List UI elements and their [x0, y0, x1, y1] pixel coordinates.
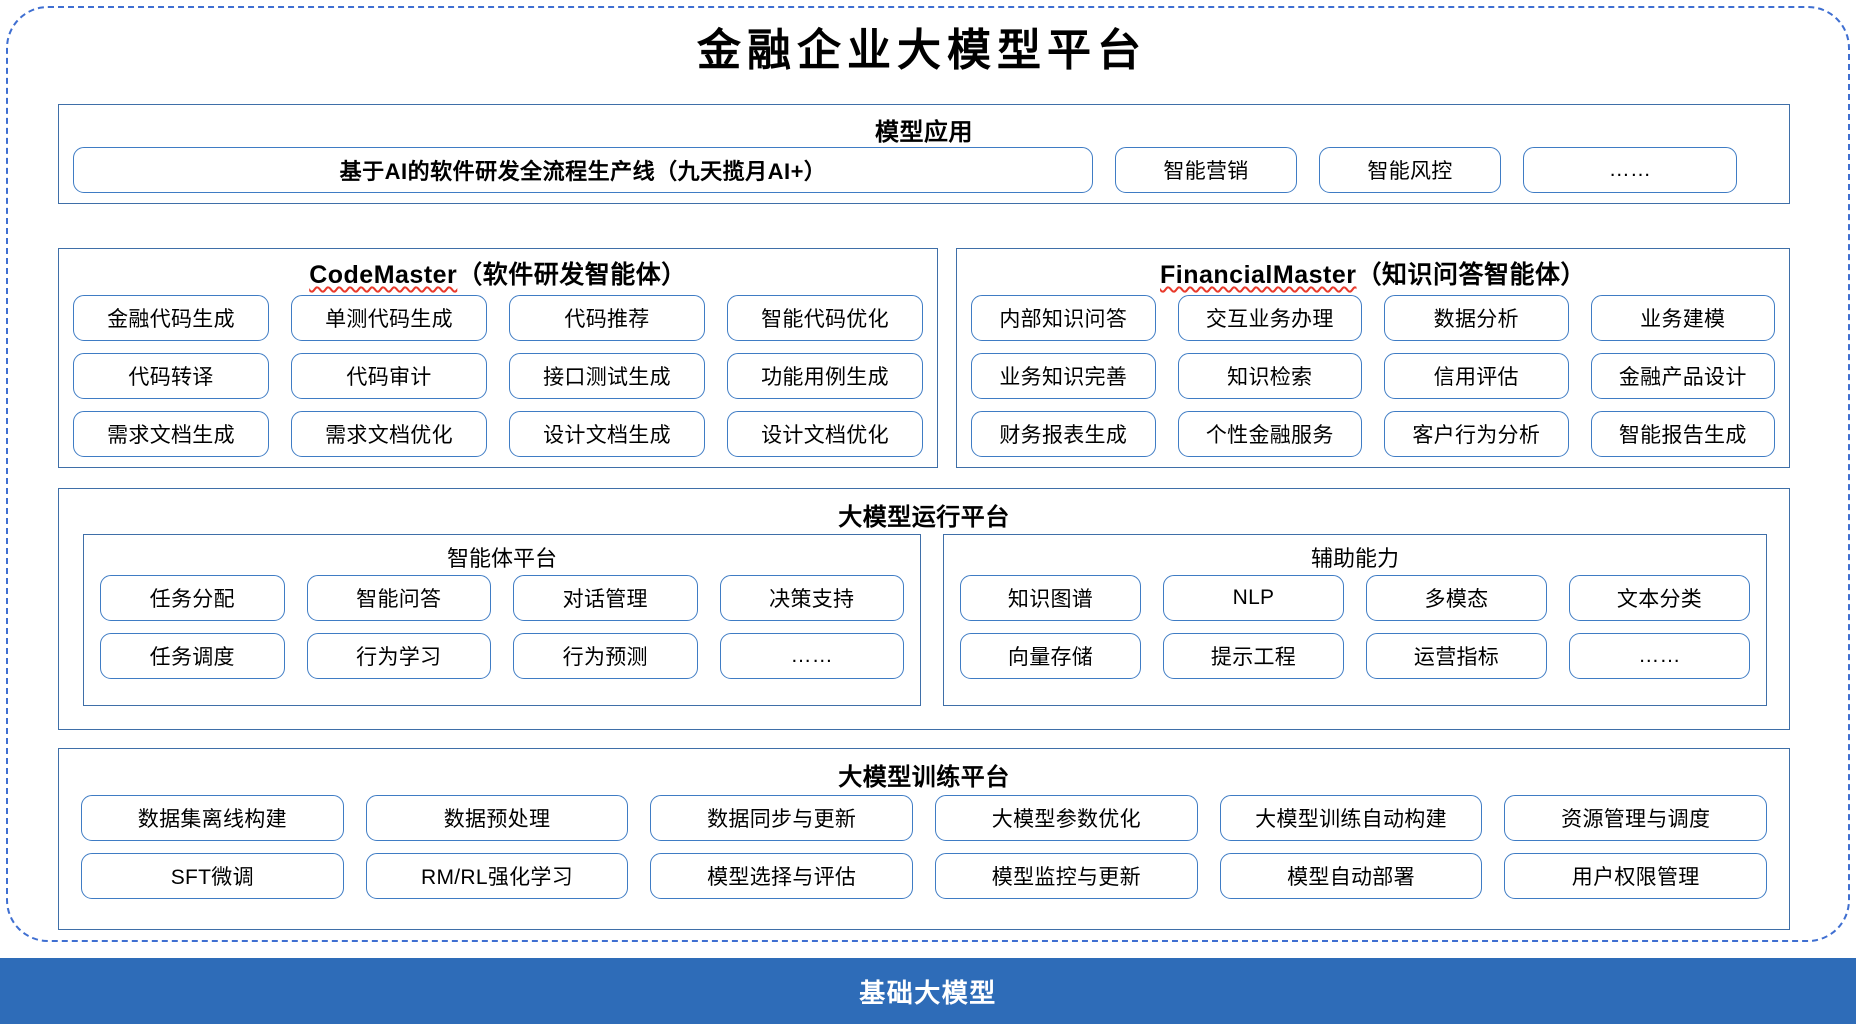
training-platform-grid: 数据集离线构建 数据预处理 数据同步与更新 大模型参数优化 大模型训练自动构建 … — [81, 795, 1768, 899]
pill-feature-case-gen[interactable]: 功能用例生成 — [727, 353, 923, 399]
pill-auxiliary-more[interactable]: …… — [1569, 633, 1750, 679]
pill-code-finance-gen[interactable]: 金融代码生成 — [73, 295, 269, 341]
pill-requirement-doc-opt[interactable]: 需求文档优化 — [291, 411, 487, 457]
pill-task-scheduling[interactable]: 任务调度 — [100, 633, 285, 679]
section-code-master: CodeMaster（软件研发智能体） 金融代码生成 单测代码生成 代码推荐 智… — [58, 248, 938, 468]
section-title-training-platform: 大模型训练平台 — [838, 764, 1010, 791]
pill-code-unittest-gen[interactable]: 单测代码生成 — [291, 295, 487, 341]
section-training-platform: 大模型训练平台 数据集离线构建 数据预处理 数据同步与更新 大模型参数优化 大模… — [58, 748, 1790, 930]
pill-agent-platform-more[interactable]: …… — [719, 633, 904, 679]
pill-business-modeling[interactable]: 业务建模 — [1590, 295, 1775, 341]
pill-smart-qa[interactable]: 智能问答 — [306, 575, 491, 621]
pill-smart-risk-control[interactable]: 智能风控 — [1319, 147, 1501, 193]
section-title-runtime-platform: 大模型运行平台 — [838, 504, 1010, 531]
financial-master-name-cn: （知识问答智能体） — [1356, 261, 1586, 289]
pill-business-knowledge-improve[interactable]: 业务知识完善 — [971, 353, 1156, 399]
pill-operation-metrics[interactable]: 运营指标 — [1366, 633, 1547, 679]
pill-internal-knowledge-qa[interactable]: 内部知识问答 — [971, 295, 1156, 341]
pill-knowledge-retrieval[interactable]: 知识检索 — [1177, 353, 1362, 399]
pill-nlp[interactable]: NLP — [1163, 575, 1344, 621]
pill-interactive-business[interactable]: 交互业务办理 — [1177, 295, 1362, 341]
pill-dialog-management[interactable]: 对话管理 — [513, 575, 698, 621]
pill-personalized-service[interactable]: 个性金融服务 — [1177, 411, 1362, 457]
auxiliary-row-2: 向量存储 提示工程 运营指标 …… — [960, 633, 1750, 679]
pill-dataset-offline-build[interactable]: 数据集离线构建 — [81, 795, 344, 841]
section-title-financial-master: FinancialMaster（知识问答智能体） — [957, 255, 1789, 291]
pill-api-test-gen[interactable]: 接口测试生成 — [509, 353, 705, 399]
subsection-agent-platform: 智能体平台 任务分配 智能问答 对话管理 决策支持 任务调度 行为学习 行为预测… — [83, 534, 921, 706]
training-row-2: SFT微调 RM/RL强化学习 模型选择与评估 模型监控与更新 模型自动部署 用… — [81, 853, 1768, 899]
training-row-1: 数据集离线构建 数据预处理 数据同步与更新 大模型参数优化 大模型训练自动构建 … — [81, 795, 1768, 841]
pill-knowledge-graph[interactable]: 知识图谱 — [960, 575, 1141, 621]
pill-data-preprocessing[interactable]: 数据预处理 — [365, 795, 629, 841]
pill-user-permission[interactable]: 用户权限管理 — [1504, 853, 1768, 899]
section-financial-master: FinancialMaster（知识问答智能体） 内部知识问答 交互业务办理 数… — [956, 248, 1790, 468]
pill-data-analysis[interactable]: 数据分析 — [1384, 295, 1569, 341]
pill-data-sync-update[interactable]: 数据同步与更新 — [650, 795, 914, 841]
page-title: 金融企业大模型平台 — [697, 25, 1147, 76]
pill-multimodal[interactable]: 多模态 — [1366, 575, 1547, 621]
pill-sft-finetune[interactable]: SFT微调 — [81, 853, 344, 899]
pill-task-allocation[interactable]: 任务分配 — [100, 575, 285, 621]
pill-model-monitor-update[interactable]: 模型监控与更新 — [935, 853, 1198, 899]
section-model-application: 模型应用 基于AI的软件研发全流程生产线（九天揽月AI+） 智能营销 智能风控 … — [58, 104, 1790, 204]
pill-credit-assessment[interactable]: 信用评估 — [1384, 353, 1569, 399]
code-master-name-en: CodeMaster — [309, 261, 458, 289]
code-master-row-3: 需求文档生成 需求文档优化 设计文档生成 设计文档优化 — [73, 411, 923, 457]
pill-code-translate[interactable]: 代码转译 — [73, 353, 269, 399]
pill-smart-marketing[interactable]: 智能营销 — [1115, 147, 1297, 193]
subsection-auxiliary-capability: 辅助能力 知识图谱 NLP 多模态 文本分类 向量存储 提示工程 运营指标 …… — [943, 534, 1767, 706]
pill-code-recommend[interactable]: 代码推荐 — [509, 295, 705, 341]
pill-customer-behavior[interactable]: 客户行为分析 — [1384, 411, 1569, 457]
pill-model-select-eval[interactable]: 模型选择与评估 — [650, 853, 914, 899]
code-master-row-2: 代码转译 代码审计 接口测试生成 功能用例生成 — [73, 353, 923, 399]
pill-prompt-engineering[interactable]: 提示工程 — [1163, 633, 1344, 679]
application-pill-row: 基于AI的软件研发全流程生产线（九天揽月AI+） 智能营销 智能风控 …… — [73, 147, 1777, 193]
pill-ai-software-pipeline[interactable]: 基于AI的软件研发全流程生产线（九天揽月AI+） — [73, 147, 1093, 193]
pill-resource-management[interactable]: 资源管理与调度 — [1504, 795, 1768, 841]
pill-code-smart-optimize[interactable]: 智能代码优化 — [727, 295, 923, 341]
pill-requirement-doc-gen[interactable]: 需求文档生成 — [73, 411, 269, 457]
base-model-bar: 基础大模型 — [0, 958, 1856, 1024]
base-model-label: 基础大模型 — [859, 977, 997, 1008]
financial-master-row-2: 业务知识完善 知识检索 信用评估 金融产品设计 — [971, 353, 1775, 399]
financial-master-row-1: 内部知识问答 交互业务办理 数据分析 业务建模 — [971, 295, 1775, 341]
code-master-grid: 金融代码生成 单测代码生成 代码推荐 智能代码优化 代码转译 代码审计 接口测试… — [73, 295, 923, 457]
agent-platform-row-1: 任务分配 智能问答 对话管理 决策支持 — [100, 575, 904, 621]
code-master-row-1: 金融代码生成 单测代码生成 代码推荐 智能代码优化 — [73, 295, 923, 341]
section-title-model-application: 模型应用 — [875, 119, 973, 146]
financial-master-grid: 内部知识问答 交互业务办理 数据分析 业务建模 业务知识完善 知识检索 信用评估… — [971, 295, 1775, 457]
pill-behavior-learning[interactable]: 行为学习 — [306, 633, 491, 679]
pill-training-auto-build[interactable]: 大模型训练自动构建 — [1219, 795, 1483, 841]
pill-financial-report-gen[interactable]: 财务报表生成 — [971, 411, 1156, 457]
pill-financial-product-design[interactable]: 金融产品设计 — [1590, 353, 1775, 399]
pill-design-doc-gen[interactable]: 设计文档生成 — [509, 411, 705, 457]
pill-application-more[interactable]: …… — [1523, 147, 1737, 193]
agent-platform-row-2: 任务调度 行为学习 行为预测 …… — [100, 633, 904, 679]
subsection-title-auxiliary-capability: 辅助能力 — [1310, 546, 1399, 571]
pill-smart-report-gen[interactable]: 智能报告生成 — [1590, 411, 1775, 457]
pill-design-doc-opt[interactable]: 设计文档优化 — [727, 411, 923, 457]
pill-model-param-optimize[interactable]: 大模型参数优化 — [935, 795, 1198, 841]
agent-platform-grid: 任务分配 智能问答 对话管理 决策支持 任务调度 行为学习 行为预测 …… — [100, 575, 904, 679]
financial-master-row-3: 财务报表生成 个性金融服务 客户行为分析 智能报告生成 — [971, 411, 1775, 457]
financial-master-name-en: FinancialMaster — [1160, 261, 1357, 289]
section-title-code-master: CodeMaster（软件研发智能体） — [59, 255, 937, 291]
pill-model-auto-deploy[interactable]: 模型自动部署 — [1219, 853, 1483, 899]
subsection-title-agent-platform: 智能体平台 — [446, 546, 557, 571]
auxiliary-row-1: 知识图谱 NLP 多模态 文本分类 — [960, 575, 1750, 621]
pill-code-audit[interactable]: 代码审计 — [291, 353, 487, 399]
pill-vector-store[interactable]: 向量存储 — [960, 633, 1141, 679]
code-master-name-cn: （软件研发智能体） — [457, 261, 687, 289]
pill-behavior-prediction[interactable]: 行为预测 — [513, 633, 698, 679]
section-runtime-platform: 大模型运行平台 智能体平台 任务分配 智能问答 对话管理 决策支持 任务调度 行… — [58, 488, 1790, 730]
pill-rm-rl-learning[interactable]: RM/RL强化学习 — [365, 853, 629, 899]
pill-text-classification[interactable]: 文本分类 — [1569, 575, 1750, 621]
auxiliary-grid: 知识图谱 NLP 多模态 文本分类 向量存储 提示工程 运营指标 …… — [960, 575, 1750, 679]
pill-decision-support[interactable]: 决策支持 — [719, 575, 904, 621]
